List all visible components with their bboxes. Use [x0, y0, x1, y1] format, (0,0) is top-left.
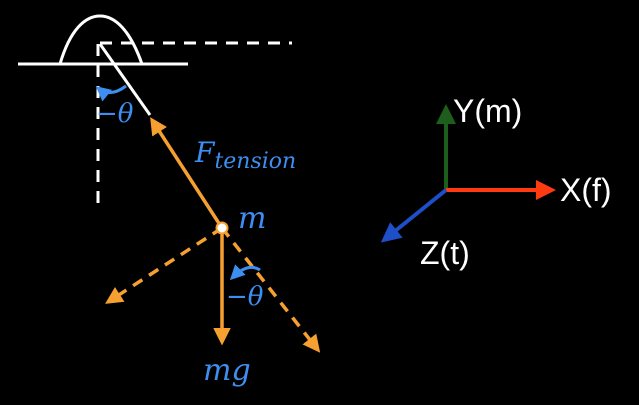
tension-force-arrow [150, 117, 224, 229]
bottom-angle-arc [229, 264, 261, 281]
theta-top-label: −θ [96, 99, 134, 129]
top-angle-arc [95, 84, 127, 102]
theta-bottom-label: −θ [226, 282, 264, 312]
z-axis-arrow [380, 188, 448, 243]
coordinate-axes: Y(m) X(f) Z(t) [380, 93, 612, 271]
mass-label: m [238, 201, 266, 236]
z-axis-label: Z(t) [420, 235, 470, 271]
x-axis-label: X(f) [560, 172, 612, 208]
pivot-dome [58, 14, 144, 65]
perpendicular-component-arrow [105, 226, 223, 304]
pivot-support [18, 14, 292, 212]
tension-label: Ftension [194, 136, 296, 174]
weight-label: mg [203, 353, 251, 388]
y-axis-label: Y(m) [453, 93, 522, 129]
parallel-component-arrow [220, 226, 321, 353]
mass-point [215, 221, 229, 235]
pendulum-string [98, 43, 152, 116]
